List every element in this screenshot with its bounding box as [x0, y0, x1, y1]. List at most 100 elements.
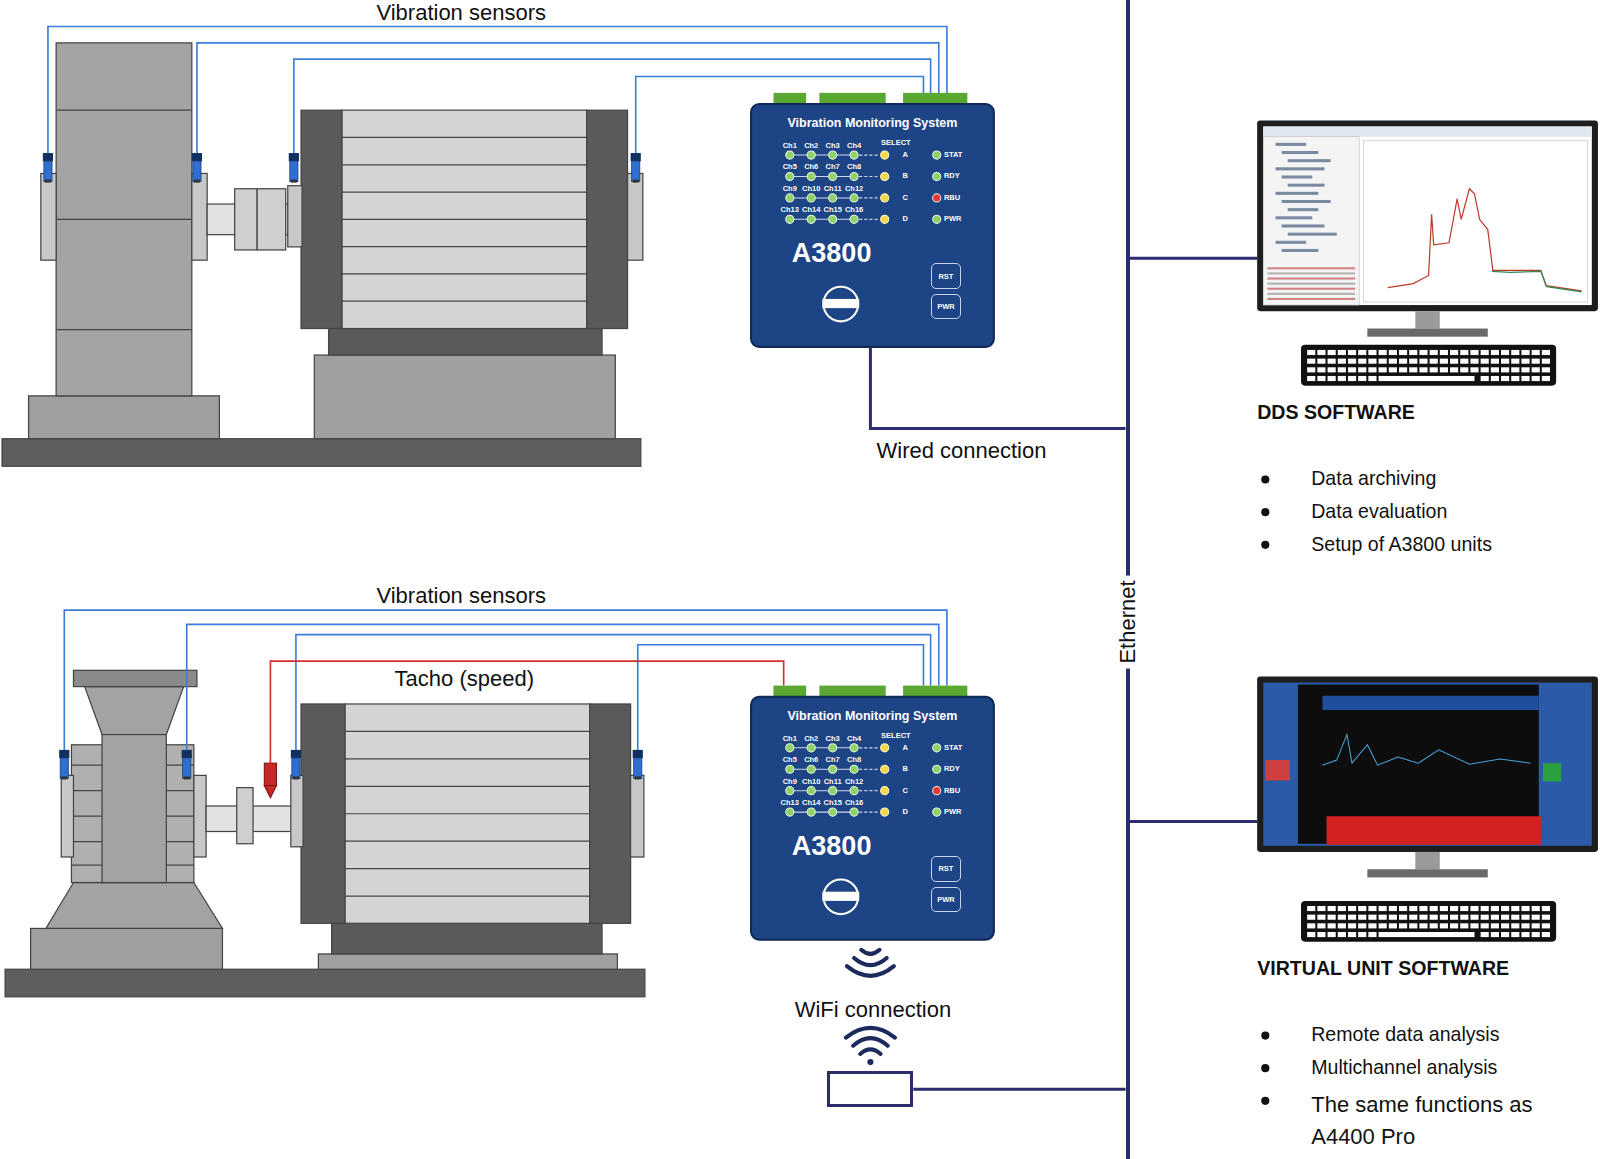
ethernet-bus: Ethernet	[1126, 0, 1130, 1159]
bullet-text: Data evaluation	[1311, 500, 1600, 523]
panel-label: Ch4	[842, 141, 866, 150]
panel-label: Ch3	[820, 141, 844, 150]
keyboard-key	[1470, 915, 1478, 920]
keyboard-key	[1491, 350, 1499, 355]
channel-led	[850, 172, 858, 180]
keyboard-key	[1307, 923, 1315, 928]
keyboard-key	[1511, 350, 1519, 355]
keyboard-key	[1348, 367, 1356, 372]
keyboard-key	[1317, 350, 1325, 355]
channel-led	[807, 172, 815, 180]
keyboard-key	[1481, 359, 1489, 364]
keyboard-key	[1317, 915, 1325, 920]
status-led	[933, 215, 941, 223]
monitoring-unit: Vibration Monitoring SystemA3800RSTPWR	[751, 697, 994, 940]
keyboard-key	[1389, 923, 1397, 928]
keyboard-key	[1491, 367, 1499, 372]
keyboard-key	[1460, 350, 1468, 355]
led-link	[859, 219, 879, 220]
node-text: Vibration Monitoring System	[751, 116, 994, 131]
keyboard-key	[1440, 915, 1448, 920]
panel-label: Ch15	[820, 205, 844, 214]
led-link	[859, 747, 879, 748]
panel-label: PWR	[944, 807, 973, 816]
keyboard-key	[1409, 359, 1417, 364]
keyboard-key	[1307, 376, 1315, 381]
led-link	[790, 747, 854, 748]
keyboard-key	[1532, 367, 1540, 372]
channel-led	[807, 215, 815, 223]
channel-led	[807, 765, 815, 773]
keyboard-key	[1399, 350, 1407, 355]
tree-item	[1276, 216, 1313, 219]
led-link	[790, 176, 854, 177]
keyboard-key	[1419, 350, 1427, 355]
keyboard-key	[1368, 376, 1376, 381]
channel-led	[850, 787, 858, 795]
panel-label: Ch9	[778, 184, 802, 193]
keyboard-key	[1542, 376, 1550, 381]
sensor-cable	[64, 610, 947, 763]
channel-led	[850, 744, 858, 752]
keyboard-key	[1542, 906, 1550, 911]
select-led	[881, 172, 889, 180]
keyboard-key	[1481, 906, 1489, 911]
led-link	[790, 769, 854, 770]
keyboard-key	[1389, 359, 1397, 364]
keyboard-key	[1328, 915, 1336, 920]
channel-led	[786, 194, 794, 202]
motor-fin	[342, 246, 587, 247]
node-text: VIRTUAL UNIT SOFTWARE	[1257, 957, 1600, 980]
keyboard-key	[1317, 376, 1325, 381]
keyboard-key	[1542, 915, 1550, 920]
bullet-text: Multichannel analysis	[1311, 1056, 1600, 1079]
keyboard-key	[1470, 923, 1478, 928]
led-link	[859, 176, 879, 177]
table-row	[1267, 288, 1355, 290]
keyboard-key	[1419, 915, 1427, 920]
node-text: A3800	[792, 237, 925, 269]
keyboard-key	[1521, 915, 1529, 920]
keyboard-key	[1328, 932, 1336, 937]
monitoring-unit: Vibration Monitoring SystemA3800RSTPWR	[751, 104, 994, 347]
channel-led	[786, 151, 794, 159]
panel-label: RDY	[944, 764, 973, 773]
keyboard	[1301, 901, 1556, 942]
led-link	[790, 155, 854, 156]
panel-label: Ch4	[842, 734, 866, 743]
keyboard-key	[1338, 915, 1346, 920]
keyboard-key	[1521, 359, 1529, 364]
tree-item	[1276, 192, 1319, 195]
keyboard-key	[1307, 932, 1315, 937]
access-point: WiFi connection	[827, 1071, 914, 1107]
keyboard-key	[1399, 367, 1407, 372]
keyboard-key	[1481, 376, 1489, 381]
keyboard-key	[1419, 359, 1427, 364]
keyboard-key	[1419, 923, 1427, 928]
button-label: PWR	[937, 895, 955, 904]
keyboard-key	[1470, 906, 1478, 911]
keyboard-key	[1307, 915, 1315, 920]
keyboard-key	[1307, 906, 1315, 911]
tree-item	[1282, 175, 1313, 178]
keyboard-key	[1532, 923, 1540, 928]
panel-label: Ch12	[842, 184, 866, 193]
panel-label: PWR	[944, 214, 973, 223]
keyboard-key	[1368, 367, 1376, 372]
select-led	[881, 215, 889, 223]
keyboard-key	[1358, 932, 1366, 937]
keyboard-key	[1389, 367, 1397, 372]
keyboard-key	[1491, 376, 1499, 381]
panel-label: Ch8	[842, 755, 866, 764]
keyboard-key	[1542, 359, 1550, 364]
keyboard-key	[1440, 906, 1448, 911]
keyboard-key	[1460, 359, 1468, 364]
keyboard-key	[1399, 359, 1407, 364]
software-monitor: VIRTUAL UNIT SOFTWARE	[1257, 677, 1598, 853]
annotation: Vibration sensors	[349, 583, 573, 609]
channel-led	[829, 808, 837, 816]
keyboard-key	[1328, 350, 1336, 355]
keyboard-key	[1317, 367, 1325, 372]
channel-led	[850, 151, 858, 159]
